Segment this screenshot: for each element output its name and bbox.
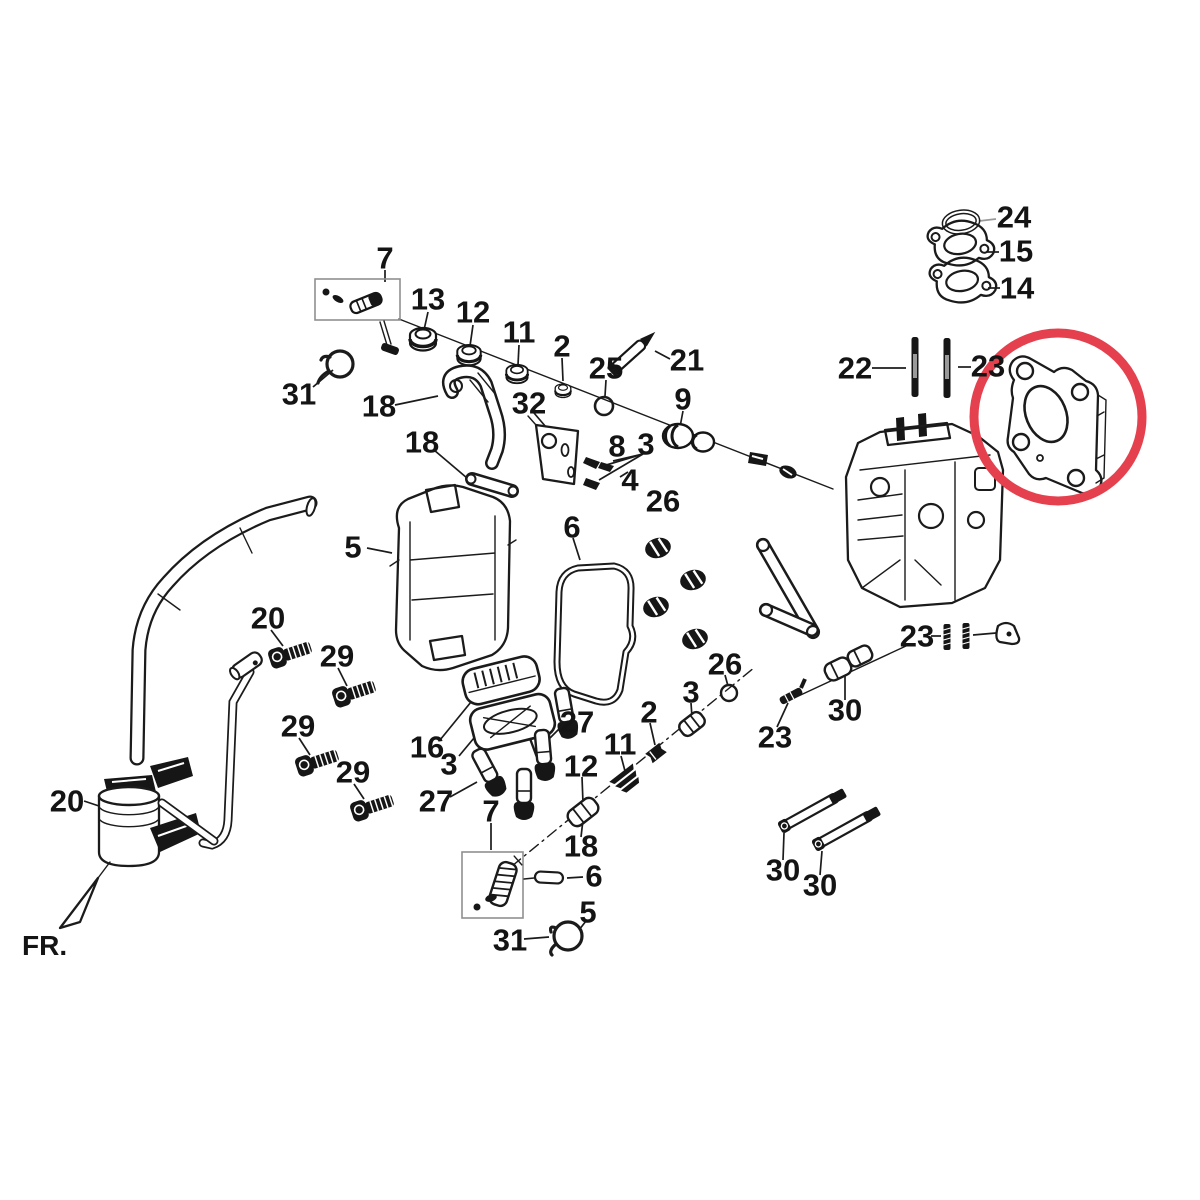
canister-20	[97, 757, 219, 868]
part-callout-29: 29	[281, 709, 315, 744]
front-direction-label: FR.	[22, 930, 67, 961]
part-callout-18: 18	[362, 389, 396, 424]
valve-guide-9	[661, 422, 716, 453]
valve-seal-clips	[583, 457, 614, 490]
bolt-29-c	[347, 789, 397, 824]
part-callout-12: 12	[564, 749, 598, 784]
spring-retainer-12	[455, 343, 483, 367]
part-callout-26: 26	[646, 484, 680, 519]
cover-gasket-6	[553, 562, 637, 706]
spring-seat-11	[504, 363, 530, 385]
part-callout-3: 3	[440, 747, 457, 782]
wire-clip-31-top	[316, 349, 355, 385]
part-callout-6: 6	[563, 510, 580, 545]
bolt-20-top	[265, 636, 315, 671]
part-callout-32: 32	[512, 386, 546, 421]
part-callout-23: 23	[758, 720, 792, 755]
valve-kit-box-bottom	[461, 851, 524, 919]
exhaust-gasket-15	[926, 219, 996, 267]
valve-tappet-13	[408, 326, 438, 353]
part-callout-22: 22	[838, 351, 872, 386]
part-callout-8: 8	[608, 429, 625, 464]
stud-23	[943, 338, 951, 398]
stud-22	[911, 337, 919, 397]
part-callout-31: 31	[493, 923, 527, 958]
valve-cover-5	[389, 483, 517, 672]
part-callout-25: 25	[589, 351, 623, 386]
coupler-30	[823, 644, 874, 682]
washer-2-lower	[645, 742, 667, 764]
part-callout-31: 31	[282, 377, 316, 412]
part-callout-3: 3	[682, 675, 699, 710]
bolt-21	[607, 331, 656, 376]
part-callout-6: 6	[585, 859, 602, 894]
bent-stud-23-left	[779, 678, 807, 705]
valve-cotter-2	[554, 382, 572, 399]
part-callout-29: 29	[336, 755, 370, 790]
o-ring-24	[941, 209, 981, 235]
part-callout-7: 7	[376, 241, 393, 276]
part-callout-3: 3	[637, 427, 654, 462]
part-callout-23: 23	[971, 349, 1005, 384]
part-callout-18: 18	[405, 425, 439, 460]
front-direction-arrow	[58, 861, 111, 930]
side-bracket	[755, 537, 821, 640]
spring-11-lower	[609, 763, 640, 793]
part-callout-11: 11	[604, 727, 637, 762]
cylinder-head	[844, 413, 1005, 609]
part-callout-20: 20	[50, 784, 84, 819]
part-callout-27: 27	[560, 705, 594, 740]
flange-bolts-27	[471, 686, 579, 820]
seal-3-lower	[678, 710, 706, 738]
intake-gasket-14	[928, 256, 998, 304]
bolt-29-a	[329, 675, 379, 710]
pipe-assembly-20	[129, 495, 318, 850]
part-callout-20: 20	[251, 601, 285, 636]
part-callout-13: 13	[411, 282, 445, 317]
highlight-circle	[969, 328, 1147, 506]
part-callout-30: 30	[828, 693, 862, 728]
wire-clip-31-bottom	[548, 920, 584, 957]
spring-seat-12-lower	[566, 796, 600, 828]
breather-plate-16	[461, 655, 557, 758]
rubber-caps-26	[639, 533, 712, 654]
long-bolt-30-a	[775, 785, 849, 836]
o-ring-25	[593, 395, 615, 417]
part-callout-7: 7	[482, 794, 499, 829]
part-callout-24: 24	[997, 200, 1032, 235]
o-ring-26-lower	[719, 683, 739, 703]
part-callout-5: 5	[344, 530, 361, 565]
part-callout-30: 30	[803, 868, 837, 903]
part-callout-18: 18	[564, 829, 598, 864]
stud-set-23-middle	[942, 621, 1021, 651]
long-bolt-30-b	[809, 803, 883, 854]
part-callout-2: 2	[640, 695, 657, 730]
rocker-link-18-lower	[465, 472, 519, 498]
part-callout-29: 29	[320, 639, 354, 674]
part-callout-21: 21	[670, 343, 704, 378]
part-callout-4: 4	[621, 463, 639, 498]
part-callout-2: 2	[553, 329, 570, 364]
part-callout-5: 5	[579, 895, 596, 930]
rocker-arm-18-upper	[441, 364, 507, 470]
part-callout-12: 12	[456, 295, 490, 330]
part-callout-14: 14	[1000, 271, 1035, 306]
part-callout-26: 26	[708, 647, 742, 682]
part-callout-27: 27	[419, 784, 453, 819]
part-callout-9: 9	[674, 382, 691, 417]
valve-keeper-parts	[748, 452, 797, 479]
part-callout-23: 23	[900, 619, 934, 654]
part-callout-16: 16	[410, 730, 444, 765]
bracket-32	[527, 415, 580, 486]
bolt-29-b	[292, 744, 342, 779]
valve-kit-box-top	[314, 278, 401, 355]
head-gasket-highlighted	[1006, 355, 1107, 496]
part-callout-11: 11	[503, 315, 536, 350]
part-callout-30: 30	[766, 853, 800, 888]
part-callout-15: 15	[999, 234, 1033, 269]
pin-6-small	[523, 870, 565, 885]
